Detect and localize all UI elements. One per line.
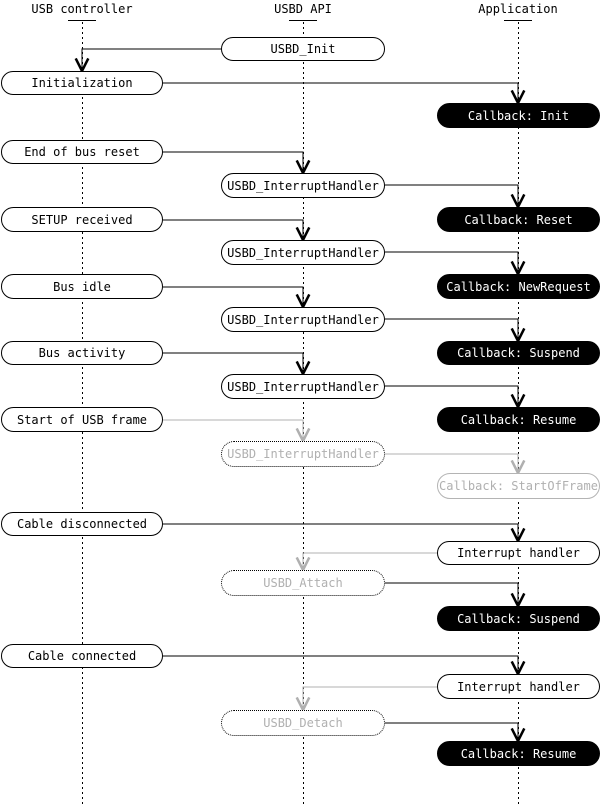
- connector-start-of-usb-frame-to-interrupt-handler: [163, 419, 303, 441]
- node-bus-idle: Bus idle: [1, 274, 163, 299]
- column-label-application: Application: [478, 2, 558, 16]
- node-start-of-usb-frame: Start of USB frame: [1, 407, 163, 432]
- node-interrupt-handler-4: USBD_InterruptHandler: [221, 374, 385, 399]
- node-usbd-init: USBD_Init: [221, 37, 385, 61]
- node-interrupt-handler-app-2: Interrupt handler: [437, 674, 600, 699]
- connector-usbd-attach-to-callback-suspend: [385, 582, 518, 606]
- connector-setup-received-to-interrupt-handler: [163, 219, 303, 240]
- node-usbd-detach: USBD_Detach: [221, 710, 385, 736]
- connector-interrupt-handler-to-callback-reset: [385, 184, 518, 207]
- node-callback-newrequest: Callback: NewRequest: [437, 274, 600, 299]
- connector-cable-disconnected-to-interrupt-handler: [163, 523, 518, 541]
- node-callback-reset: Callback: Reset: [437, 207, 600, 232]
- node-callback-suspend-1: Callback: Suspend: [437, 341, 600, 365]
- node-interrupt-handler-app-1: Interrupt handler: [437, 541, 600, 565]
- node-cable-disconnected: Cable disconnected: [1, 512, 163, 536]
- node-callback-resume-1: Callback: Resume: [437, 407, 600, 432]
- connector-interrupt-handler-to-usbd-detach: [303, 686, 437, 710]
- node-callback-startofframe: Callback: StartOfFrame: [437, 473, 600, 499]
- connector-interrupt-handler-to-usbd-attach: [303, 552, 437, 570]
- node-initialization: Initialization: [1, 71, 163, 95]
- connector-usbd-init-to-initialization: [82, 48, 221, 71]
- connector-cable-connected-to-interrupt-handler: [163, 655, 518, 674]
- connector-interrupt-handler-to-callback-suspend: [385, 318, 518, 341]
- connector-end-of-bus-reset-to-interrupt-handler: [163, 151, 303, 173]
- connections-group: [82, 48, 518, 741]
- lifeline-top-bar-usb-controller: [68, 20, 96, 21]
- connector-interrupt-handler-to-callback-resume: [385, 385, 518, 407]
- node-bus-activity: Bus activity: [1, 341, 163, 365]
- connector-interrupt-handler-to-callback-newrequest: [385, 251, 518, 274]
- node-end-of-bus-reset: End of bus reset: [1, 140, 163, 164]
- connector-bus-activity-to-interrupt-handler: [163, 352, 303, 374]
- lifeline-top-bar-application: [504, 20, 532, 21]
- node-usbd-attach: USBD_Attach: [221, 570, 385, 596]
- lifeline-top-bar-usbd-api: [289, 20, 317, 21]
- node-interrupt-handler-1: USBD_InterruptHandler: [221, 173, 385, 198]
- node-interrupt-handler-5: USBD_InterruptHandler: [221, 441, 385, 467]
- node-callback-init: Callback: Init: [437, 103, 600, 128]
- node-cable-connected: Cable connected: [1, 644, 163, 668]
- connector-interrupt-handler-to-callback-startofframe: [385, 453, 518, 473]
- node-setup-received: SETUP received: [1, 207, 163, 232]
- node-callback-resume-2: Callback: Resume: [437, 741, 600, 766]
- connector-initialization-to-callback-init: [163, 82, 518, 103]
- node-callback-suspend-2: Callback: Suspend: [437, 606, 600, 631]
- node-interrupt-handler-2: USBD_InterruptHandler: [221, 240, 385, 265]
- connector-bus-idle-to-interrupt-handler: [163, 286, 303, 307]
- node-interrupt-handler-3: USBD_InterruptHandler: [221, 307, 385, 332]
- column-label-usb-controller: USB controller: [31, 2, 133, 16]
- connector-usbd-detach-to-callback-resume: [385, 722, 518, 741]
- column-label-usbd-api: USBD API: [274, 2, 332, 16]
